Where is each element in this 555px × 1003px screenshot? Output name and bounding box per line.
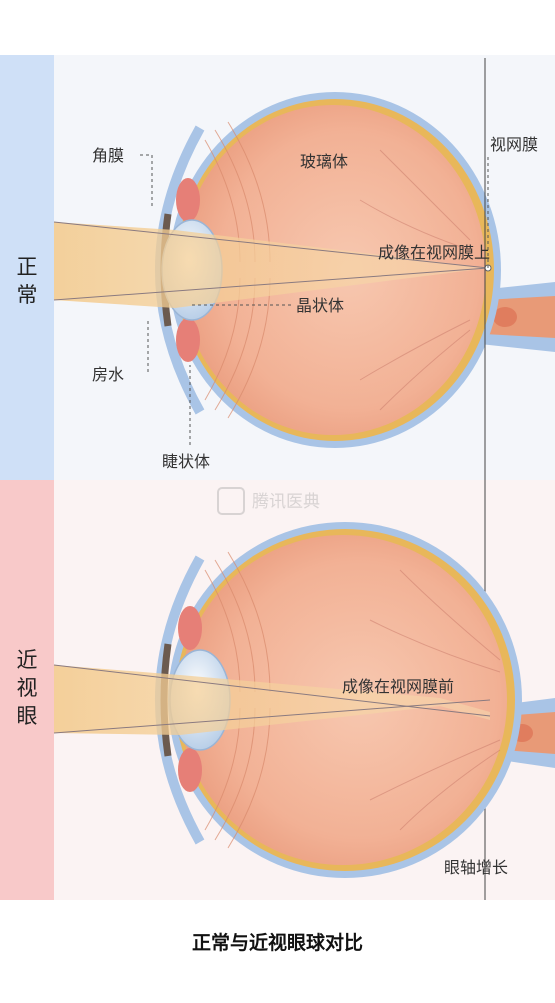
myopic-ciliary-body-upper bbox=[178, 606, 202, 650]
vitreous-label: 玻璃体 bbox=[300, 152, 348, 171]
myopic-retinal-vessels bbox=[369, 569, 501, 831]
leader-lines-normal bbox=[140, 154, 489, 445]
myopic-light-beam bbox=[54, 665, 490, 735]
normal-eye bbox=[53, 92, 555, 448]
optic-nerve bbox=[484, 296, 555, 338]
cornea-label: 角膜 bbox=[92, 146, 124, 165]
image-before-retina-label: 成像在视网膜前 bbox=[342, 677, 454, 696]
normal-side-label: 正 常 bbox=[16, 255, 38, 307]
retina-label: 视网膜 bbox=[490, 135, 538, 154]
optic-disc bbox=[493, 307, 517, 327]
axis-longer-label: 眼轴增长 bbox=[444, 858, 508, 877]
ray-upper bbox=[53, 221, 489, 269]
figure-caption: 正常与近视眼球对比 bbox=[191, 932, 363, 954]
myopic-eye bbox=[53, 522, 555, 878]
watermark: 腾讯医典 bbox=[217, 487, 320, 515]
lens-label: 晶状体 bbox=[296, 296, 344, 315]
ciliary-body-upper bbox=[176, 178, 200, 222]
ciliary-label: 睫状体 bbox=[162, 452, 210, 471]
image-on-retina-label: 成像在视网膜上 bbox=[378, 243, 490, 262]
myopia-side-label: 近 视 眼 bbox=[16, 648, 38, 728]
ciliary-body-lower bbox=[176, 318, 200, 362]
retinal-vessels bbox=[359, 149, 471, 411]
aqueous-label: 房水 bbox=[92, 365, 124, 384]
light-beam bbox=[54, 222, 488, 308]
ray-lower bbox=[53, 267, 489, 301]
watermark-logo-icon bbox=[217, 487, 245, 515]
myopic-ray-lower bbox=[53, 699, 491, 734]
myopic-ciliary-body-lower bbox=[178, 748, 202, 792]
myopia-side-strip: 近 视 眼 bbox=[0, 480, 54, 900]
watermark-text: 腾讯医典 bbox=[252, 492, 320, 512]
myopic-ray-upper bbox=[53, 664, 491, 717]
